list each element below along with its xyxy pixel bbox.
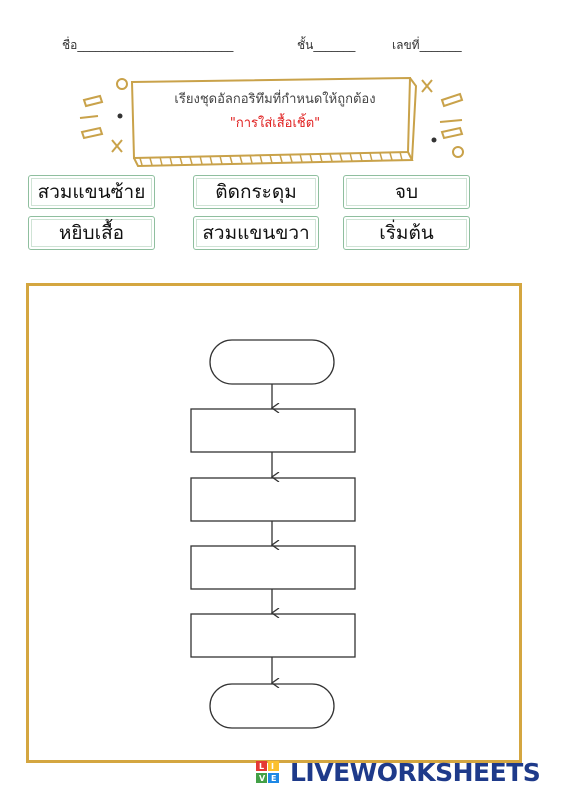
word-card-end[interactable]: จบ <box>343 175 470 209</box>
title-text: เรียงชุดอัลกอริทึมที่กำหนดให้ถูกต้อง "กา… <box>135 88 415 136</box>
number-field-label[interactable]: เลขที่_______ <box>392 38 462 52</box>
title-banner <box>79 76 464 168</box>
flow-step-2[interactable] <box>190 477 356 522</box>
flowchart <box>190 339 356 729</box>
logo-letter-v: V <box>259 774 266 783</box>
logo-letter-l: L <box>259 762 264 771</box>
logo-letter-e: E <box>271 774 276 783</box>
logo-wordmark: LIVEWORKSHEETS <box>290 758 541 787</box>
word-card-right-sleeve[interactable]: สวมแขนขวา <box>193 216 319 250</box>
word-card-button-up[interactable]: ติดกระดุม <box>193 175 319 209</box>
word-card-start[interactable]: เริ่มต้น <box>343 216 470 250</box>
topic-text: "การใส่เสื้อเชิ้ต" <box>229 116 321 131</box>
liveworksheets-logo: L I V E <box>256 761 279 783</box>
flow-step-3[interactable] <box>190 545 356 590</box>
class-field-label[interactable]: ชั้น_______ <box>297 38 356 52</box>
flow-step-1[interactable] <box>190 408 356 453</box>
name-field-label[interactable]: ชื่อ__________________________ <box>62 38 234 52</box>
logo-letter-i: I <box>271 762 274 771</box>
student-info-line: ชื่อ__________________________ ชั้น_____… <box>62 36 502 56</box>
word-card-pick-shirt[interactable]: หยิบเสื้อ <box>28 216 155 250</box>
flow-end-terminal[interactable] <box>209 683 335 729</box>
word-card-left-sleeve[interactable]: สวมแขนซ้าย <box>28 175 155 209</box>
flow-start-terminal[interactable] <box>209 339 335 385</box>
flow-step-4[interactable] <box>190 613 356 658</box>
instruction-text: เรียงชุดอัลกอริทึมที่กำหนดให้ถูกต้อง <box>174 92 376 107</box>
